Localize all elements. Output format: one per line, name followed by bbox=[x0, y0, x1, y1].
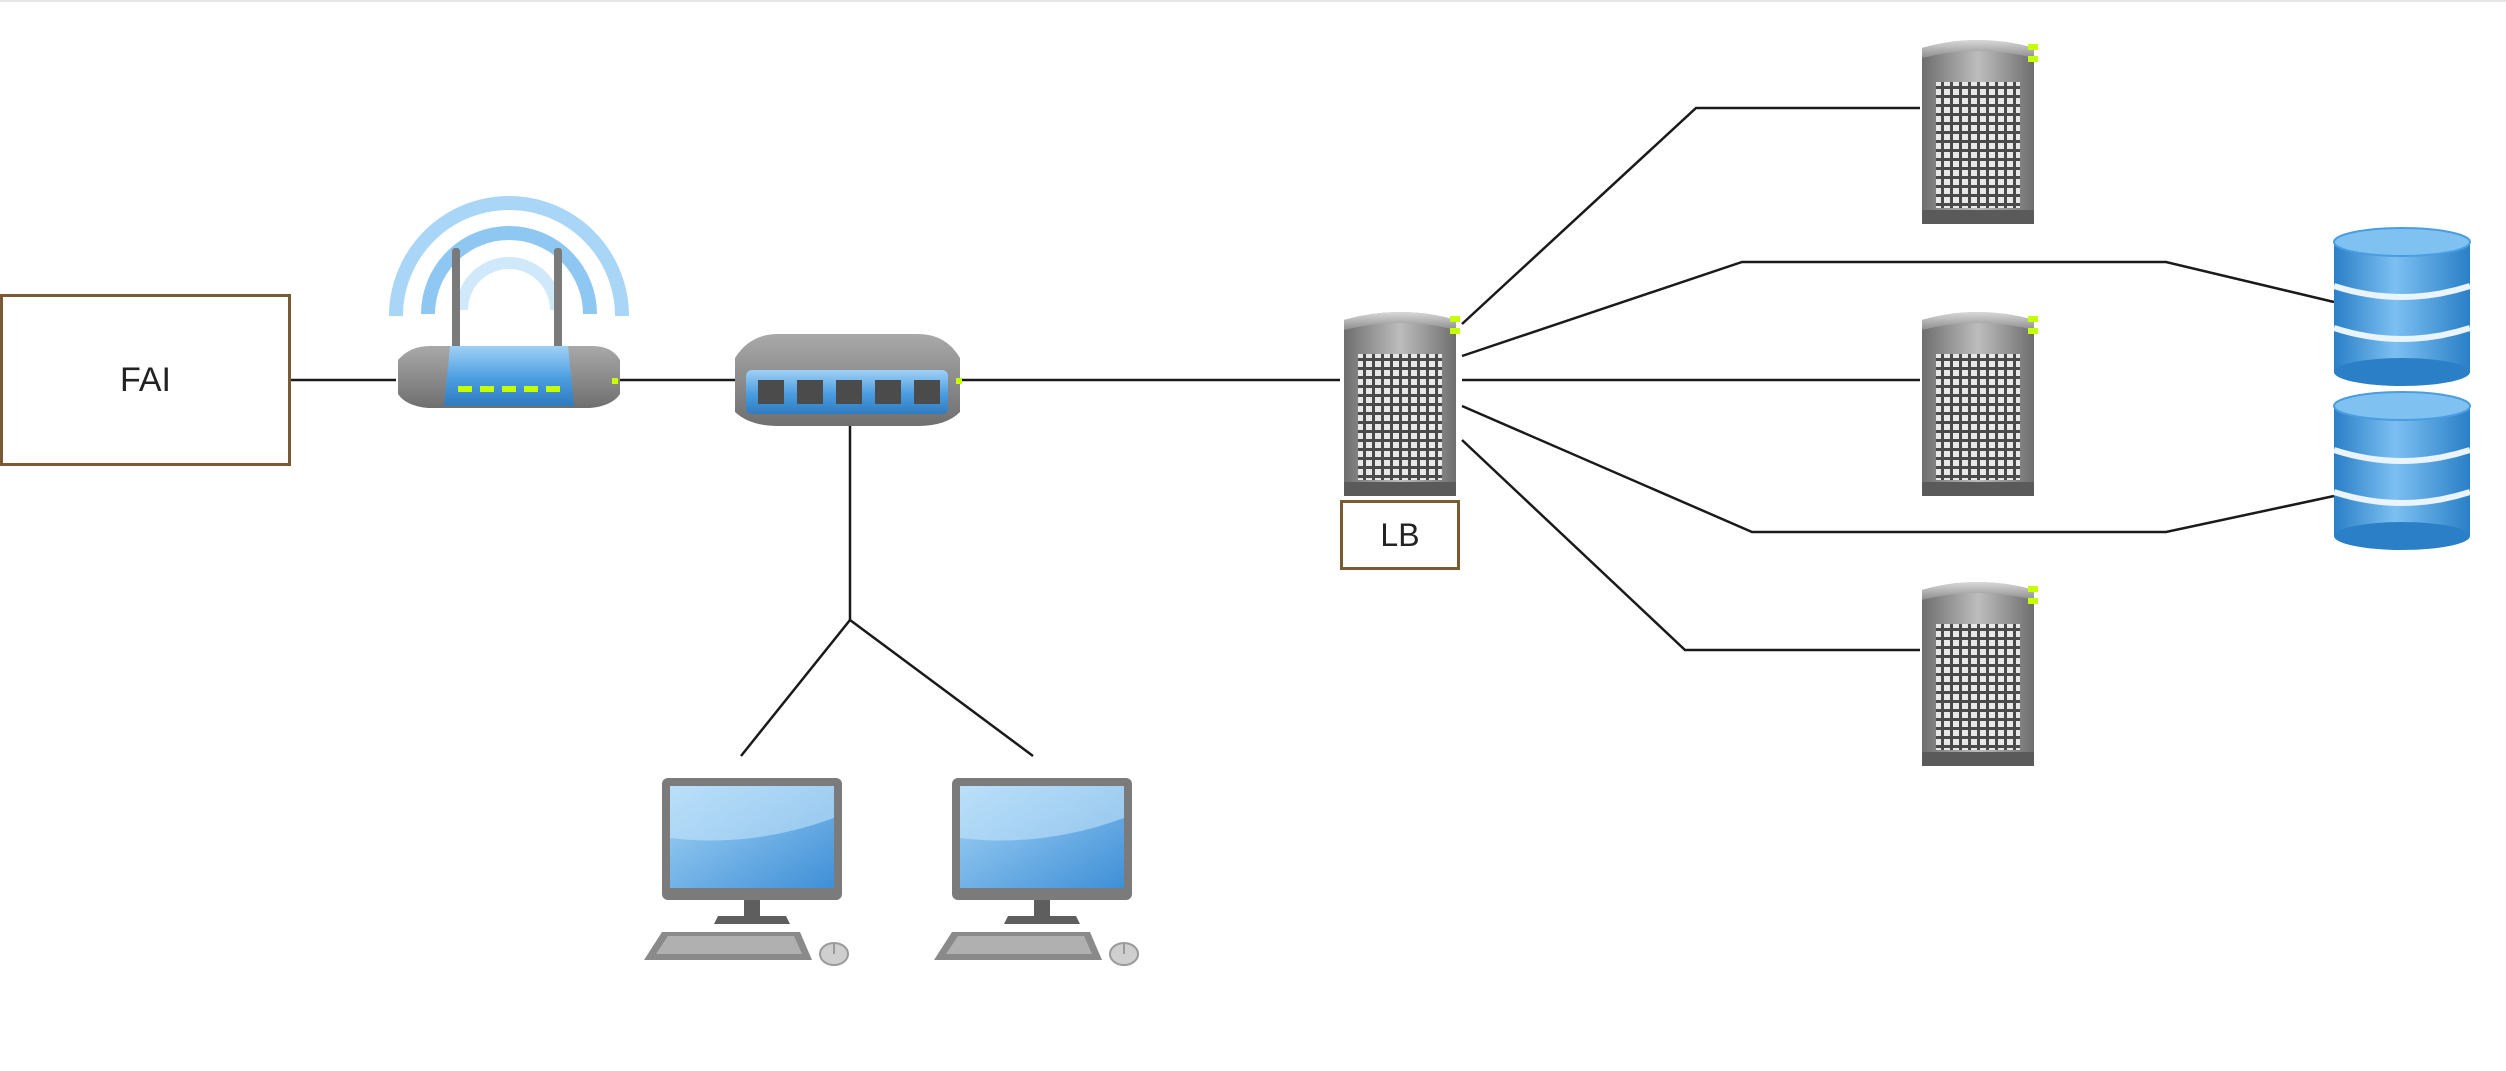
isp-label: FAI bbox=[119, 360, 172, 399]
server-top-icon[interactable] bbox=[1922, 40, 2038, 224]
server-middle-icon[interactable] bbox=[1922, 312, 2038, 496]
desktop-computer-1-icon[interactable] bbox=[643, 777, 849, 966]
link-lb-db-top bbox=[1461, 260, 2335, 358]
link-lb-server-top bbox=[1461, 106, 1920, 325]
network-switch-icon[interactable] bbox=[735, 334, 962, 426]
link-lb-server-bottom bbox=[1461, 439, 1920, 652]
isp-node-box[interactable]: FAI bbox=[0, 294, 291, 466]
link-hub-pc1 bbox=[740, 619, 851, 757]
load-balancer-label-box[interactable]: LB bbox=[1340, 500, 1460, 570]
wifi-router-icon[interactable] bbox=[389, 196, 629, 408]
server-bottom-icon[interactable] bbox=[1922, 582, 2038, 766]
database-top-icon[interactable] bbox=[2334, 228, 2470, 386]
load-balancer-label: LB bbox=[1380, 516, 1420, 553]
desktop-computer-2-icon[interactable] bbox=[933, 777, 1139, 966]
link-lb-db-bottom bbox=[1461, 404, 2335, 534]
link-hub-pc2 bbox=[849, 618, 1034, 758]
database-bottom-icon[interactable] bbox=[2334, 392, 2470, 550]
top-divider bbox=[0, 0, 2506, 2]
load-balancer-server-icon[interactable] bbox=[1344, 312, 1460, 496]
